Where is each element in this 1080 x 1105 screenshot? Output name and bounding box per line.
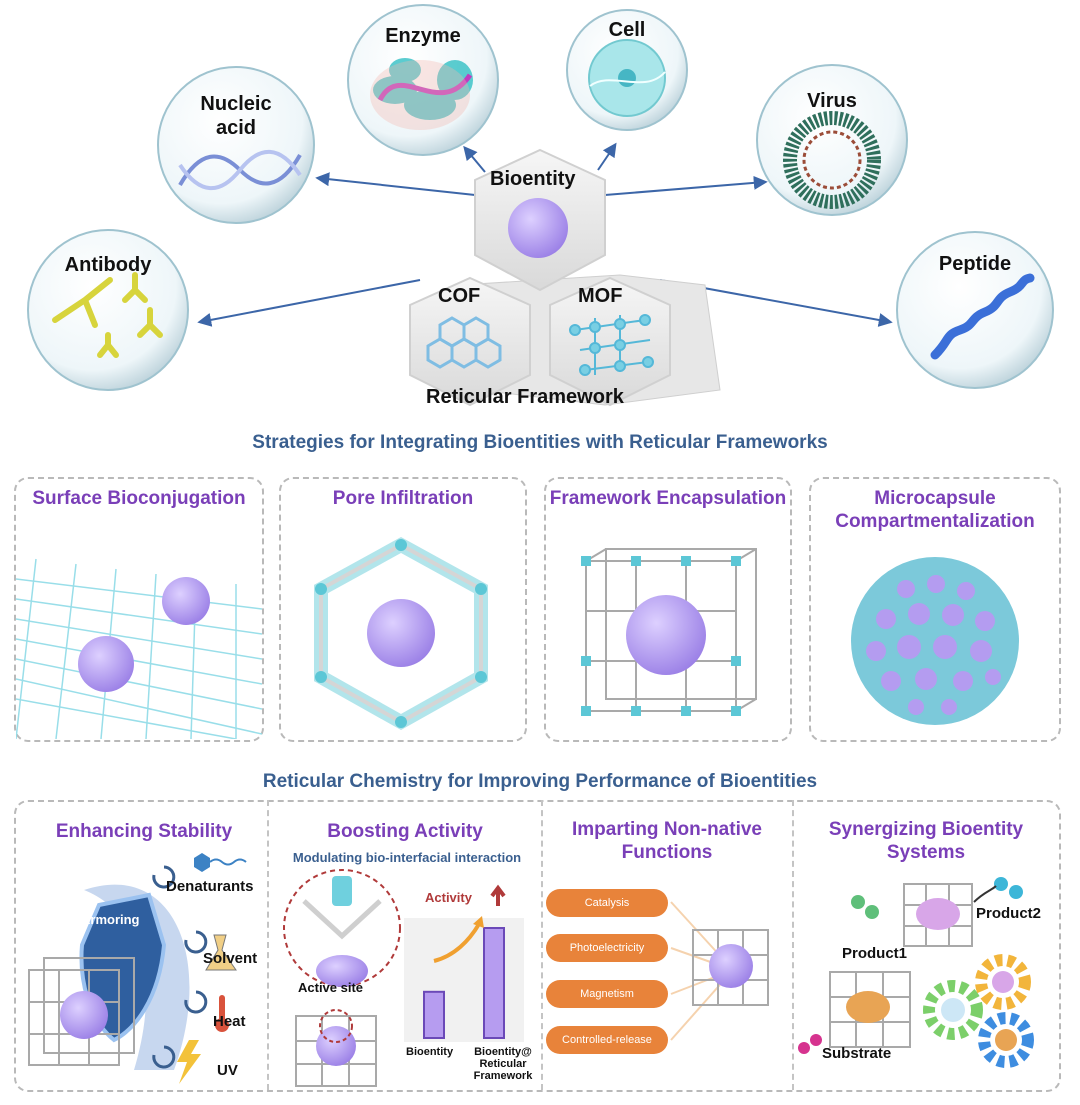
sphere-label-virus: Virus [807, 90, 857, 112]
denaturants-label: Denaturants [166, 878, 254, 895]
function-pill-magnetism: Magnetism [546, 980, 668, 1008]
bioentity-label: Bioentity [490, 168, 576, 190]
panel-surface-bioconjugation: Surface Bioconjugation [14, 477, 264, 742]
bar-bioentity-at-framework [483, 927, 505, 1039]
sphere-label-nucleic-acid: Nucleic acid [200, 93, 272, 139]
synergy-illustration [798, 877, 1034, 1068]
activity-illustration [283, 869, 524, 1087]
panel-pore-infiltration: Pore Infiltration [279, 477, 527, 742]
sphere-peptide [896, 231, 1054, 389]
panel-title: Surface Bioconjugation [32, 488, 246, 509]
synergy-title: Synergizing Bioentity Systems [828, 819, 1024, 863]
reticular-framework-label: Reticular Framework [426, 386, 624, 408]
activity-label: Activity [425, 890, 472, 905]
substrate-label: Substrate [822, 1045, 892, 1062]
bioentity-overview-diagram [27, 4, 1054, 407]
sphere-virus [756, 64, 908, 216]
divider [267, 800, 269, 1090]
panel-title: Framework Encapsulation [549, 488, 787, 509]
activity-subtitle: Modulating bio-interfacial interaction [292, 850, 522, 865]
stability-illustration [28, 853, 247, 1084]
sphere-antibody [27, 229, 189, 391]
functions-illustration [670, 901, 769, 1041]
stability-title: Enhancing Stability [55, 821, 233, 842]
function-pill-photoelectricity: Photoelectricity [546, 934, 668, 962]
pore-infiltration-illustration [314, 537, 488, 731]
bar-bioentity [423, 990, 445, 1040]
bar-label-bioentity: Bioentity [406, 1046, 454, 1058]
mof-label: MOF [578, 285, 623, 307]
function-pill-controlled-release: Controlled-release [546, 1026, 668, 1054]
divider [792, 800, 794, 1090]
panel-microcapsule-compartmentalization: Microcapsule Compartmentalization [809, 477, 1061, 742]
sphere-label-cell: Cell [608, 19, 646, 41]
bar-label-bioentity-framework: Bioentity@ Reticular Framework [473, 1046, 533, 1082]
strategies-title: Strategies for Integrating Bioentities w… [252, 432, 828, 453]
performance-title: Reticular Chemistry for Improving Perfor… [262, 771, 818, 792]
surface-bioconjugation-illustration [16, 558, 262, 739]
uv-label: UV [217, 1062, 238, 1079]
panel-framework-encapsulation: Framework Encapsulation [544, 477, 792, 742]
solvent-label: Solvent [203, 950, 258, 967]
framework-encapsulation-illustration [581, 548, 757, 716]
microcapsule-illustration [851, 557, 1019, 725]
panel-title: Microcapsule Compartmentalization [835, 488, 1035, 532]
sphere-nucleic-acid [157, 66, 315, 224]
cof-label: COF [438, 285, 481, 307]
framework-hexagon-cluster [409, 148, 721, 407]
function-pill-catalysis: Catalysis [546, 889, 668, 917]
armoring-label: Armoring [81, 912, 140, 927]
active-site-label: Active site [298, 980, 364, 995]
sphere-enzyme [347, 4, 499, 156]
product2-label: Product2 [976, 905, 1042, 922]
divider [541, 800, 543, 1090]
sphere-label-peptide: Peptide [938, 253, 1012, 275]
product1-label: Product1 [842, 945, 908, 962]
sphere-label-antibody: Antibody [64, 254, 152, 276]
sphere-cell [566, 9, 688, 131]
panel-title: Pore Infiltration [332, 488, 474, 509]
activity-title: Boosting Activity [327, 821, 483, 842]
sphere-label-enzyme: Enzyme [385, 25, 461, 47]
functions-title: Imparting Non-native Functions [571, 819, 762, 863]
heat-label: Heat [213, 1013, 246, 1030]
